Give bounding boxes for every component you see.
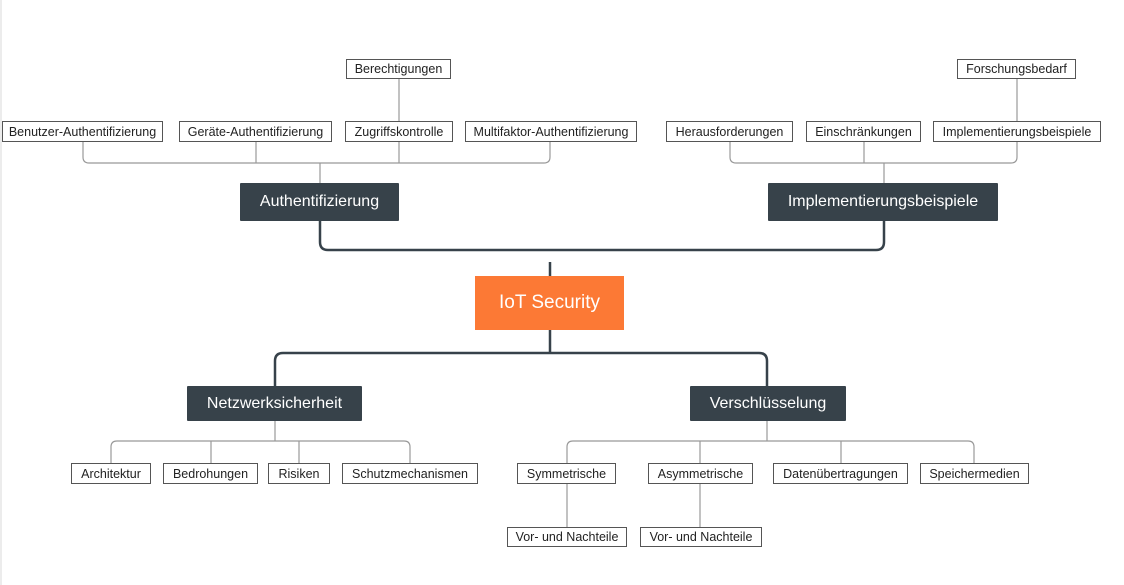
leaf-architektur[interactable]: Architektur <box>71 463 151 484</box>
leaf-datenuebertragungen[interactable]: Datenübertragungen <box>773 463 908 484</box>
node-verschluesselung[interactable]: Verschlüsselung <box>690 386 846 421</box>
leaf-forschungsbedarf[interactable]: Forschungsbedarf <box>957 59 1076 79</box>
leaf-asymmetrische[interactable]: Asymmetrische <box>648 463 753 484</box>
leaf-multifaktor-authentifizierung[interactable]: Multifaktor-Authentifizierung <box>465 121 637 142</box>
connector-root-bottom <box>273 330 769 386</box>
leaf-vor-nachteile-symmetrisch[interactable]: Vor- und Nachteile <box>507 527 627 547</box>
leaf-herausforderungen[interactable]: Herausforderungen <box>666 121 793 142</box>
canvas-edge <box>0 0 2 585</box>
leaf-implementierungsbeispiele[interactable]: Implementierungsbeispiele <box>933 121 1101 142</box>
connector-netz <box>110 421 411 463</box>
leaf-berechtigungen[interactable]: Berechtigungen <box>346 59 451 79</box>
leaf-benutzer-authentifizierung[interactable]: Benutzer-Authentifizierung <box>2 121 163 142</box>
leaf-symmetrische[interactable]: Symmetrische <box>517 463 616 484</box>
leaf-schutzmechanismen[interactable]: Schutzmechanismen <box>342 463 478 484</box>
node-netzwerksicherheit[interactable]: Netzwerksicherheit <box>187 386 362 421</box>
connector-impl <box>729 142 1018 183</box>
leaf-zugriffskontrolle[interactable]: Zugriffskontrolle <box>345 121 453 142</box>
leaf-vor-nachteile-asymmetrisch[interactable]: Vor- und Nachteile <box>640 527 762 547</box>
leaf-risiken[interactable]: Risiken <box>268 463 330 484</box>
node-implementierungsbeispiele[interactable]: Implementierungsbeispiele <box>768 183 998 221</box>
node-authentifizierung[interactable]: Authentifizierung <box>240 183 399 221</box>
root-node[interactable]: IoT Security <box>475 276 624 330</box>
connector-auth <box>82 142 551 183</box>
leaf-bedrohungen[interactable]: Bedrohungen <box>163 463 258 484</box>
leaf-einschraenkungen[interactable]: Einschränkungen <box>806 121 921 142</box>
leaf-geraete-authentifizierung[interactable]: Geräte-Authentifizierung <box>179 121 332 142</box>
connector-versch <box>566 421 975 463</box>
leaf-speichermedien[interactable]: Speichermedien <box>920 463 1029 484</box>
connector-root-top <box>318 221 886 276</box>
